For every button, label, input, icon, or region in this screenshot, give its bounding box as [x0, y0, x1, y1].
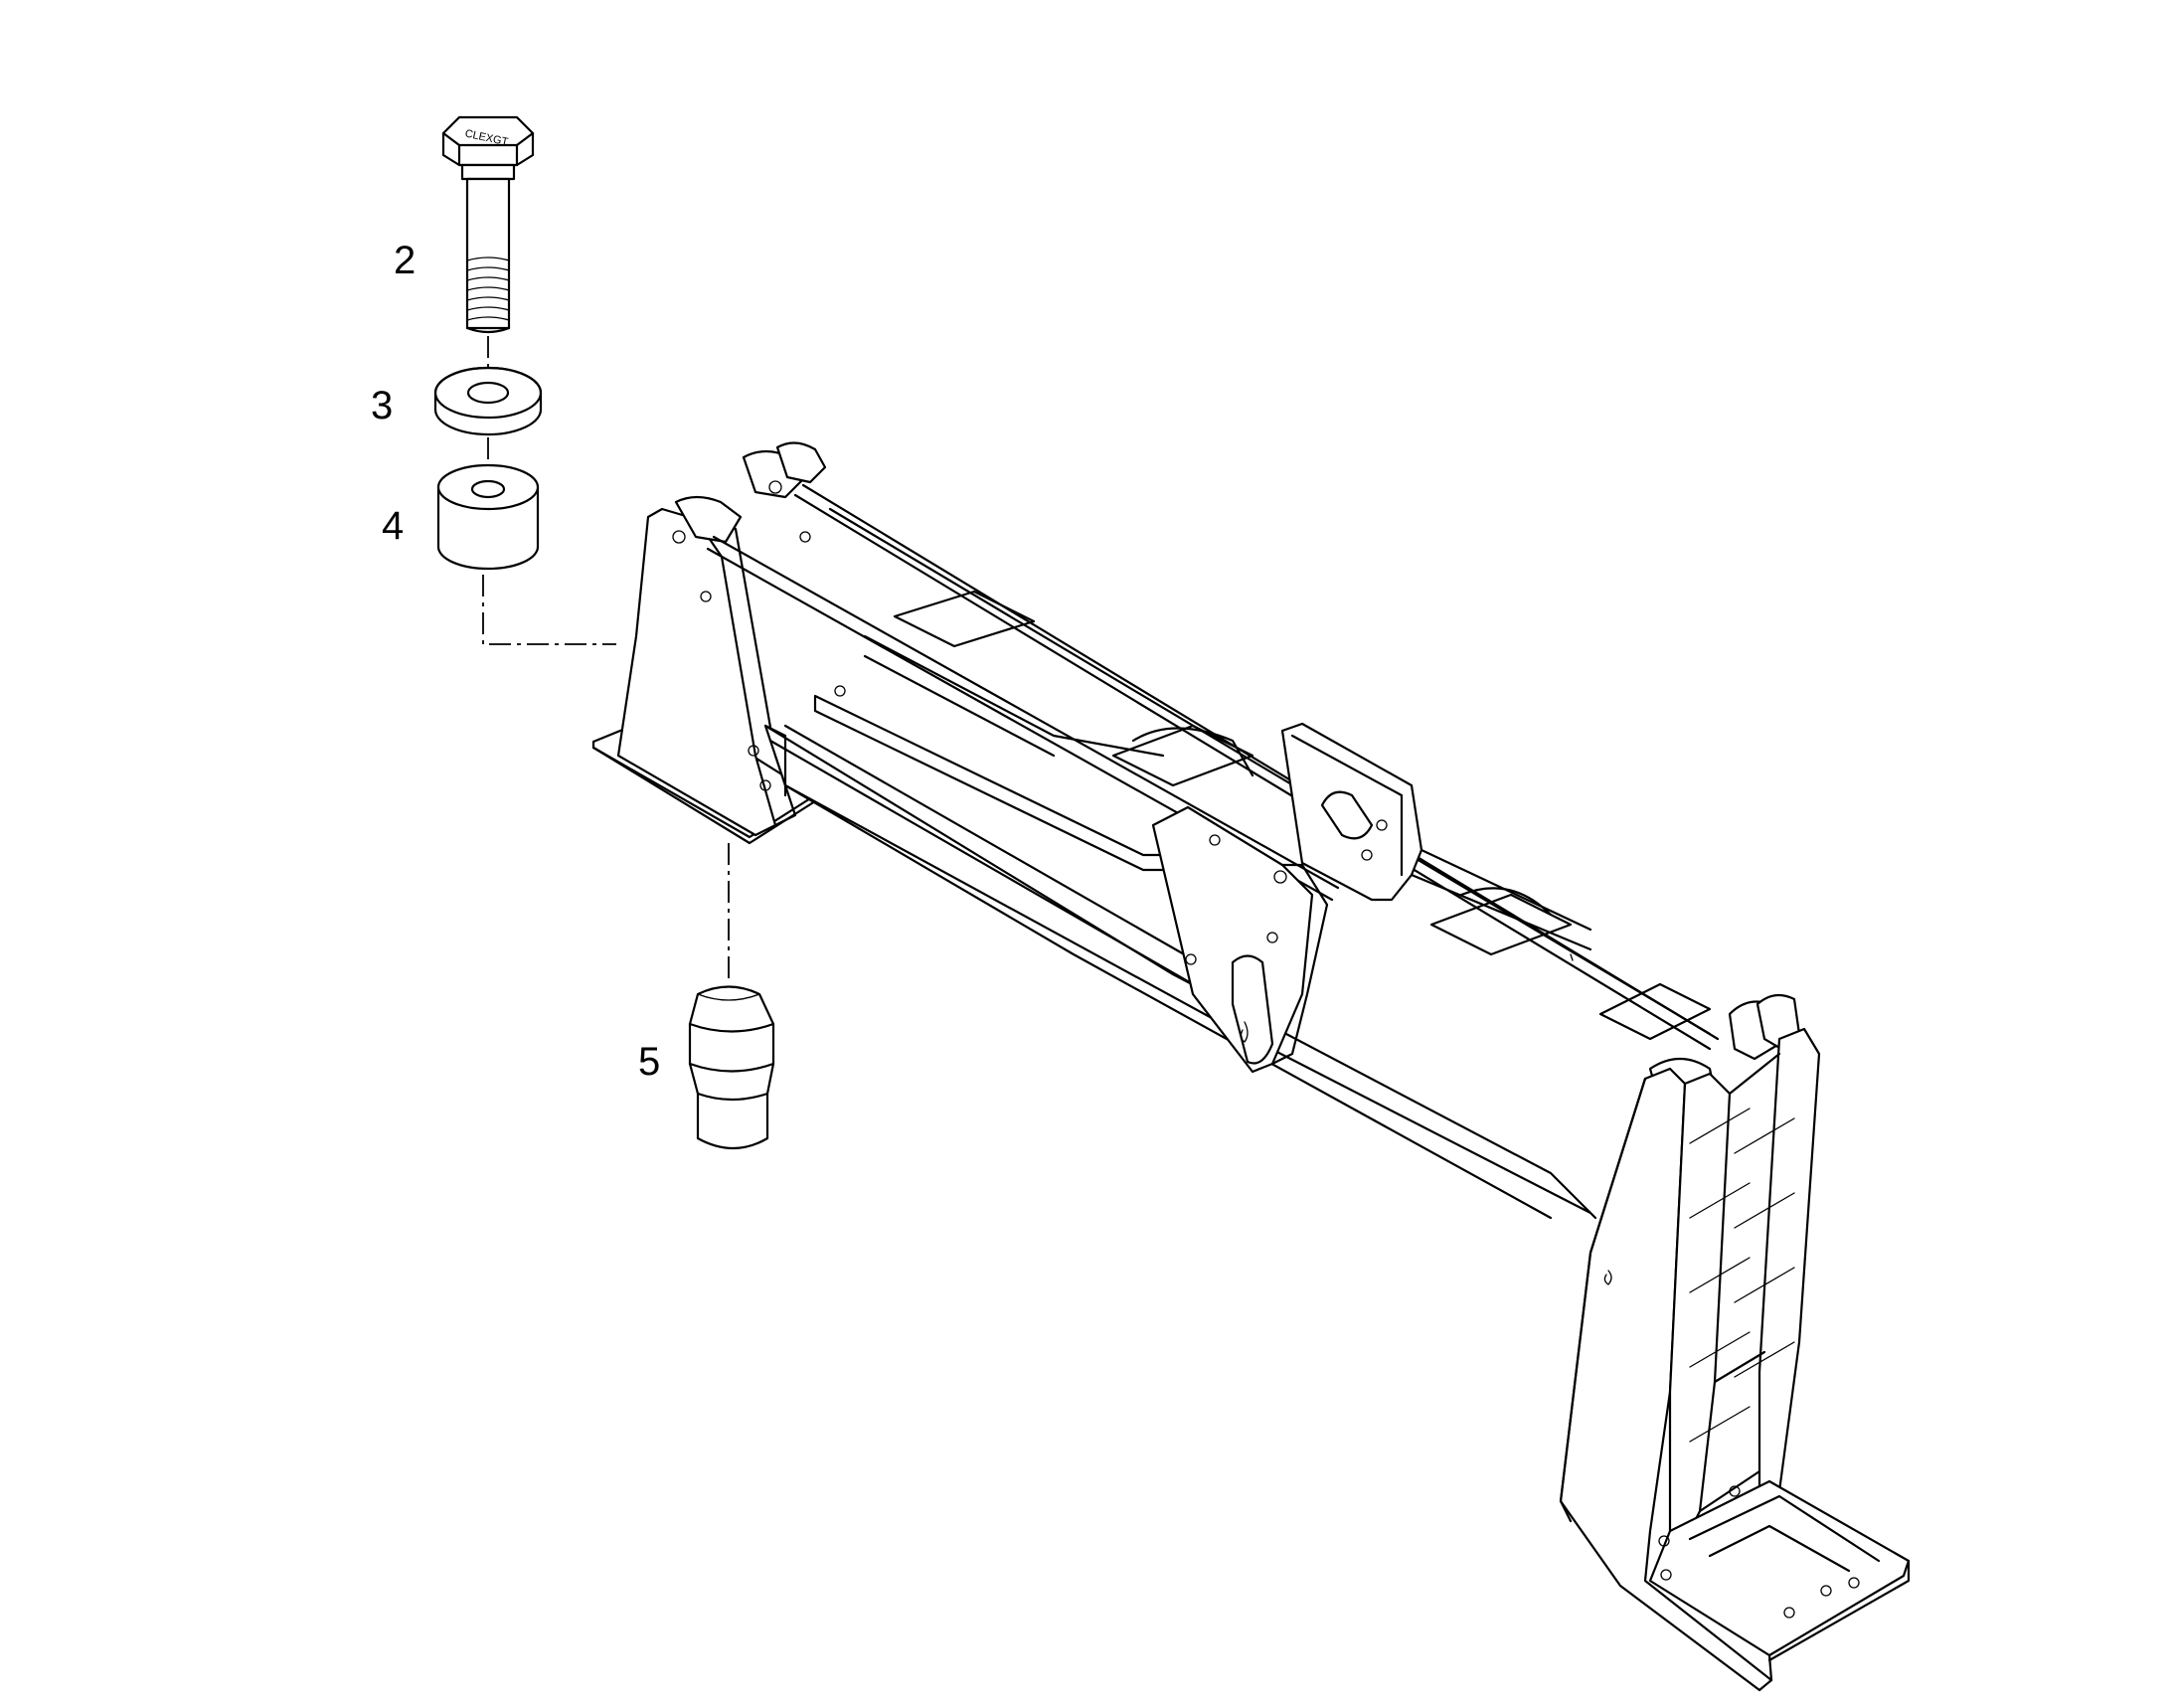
spacer-axis-line [482, 575, 616, 645]
rubber-buffer [688, 985, 775, 1149]
right-leg [1559, 1027, 1911, 1692]
boom-frame [591, 441, 1801, 1220]
callout-4: 4 [382, 504, 405, 548]
callout-2: 2 [394, 239, 417, 282]
callout-5: 5 [638, 1040, 661, 1084]
spacer [436, 463, 540, 571]
bolt: CLEXGT [441, 115, 535, 334]
washer [433, 366, 543, 436]
callout-3: 3 [371, 384, 394, 427]
